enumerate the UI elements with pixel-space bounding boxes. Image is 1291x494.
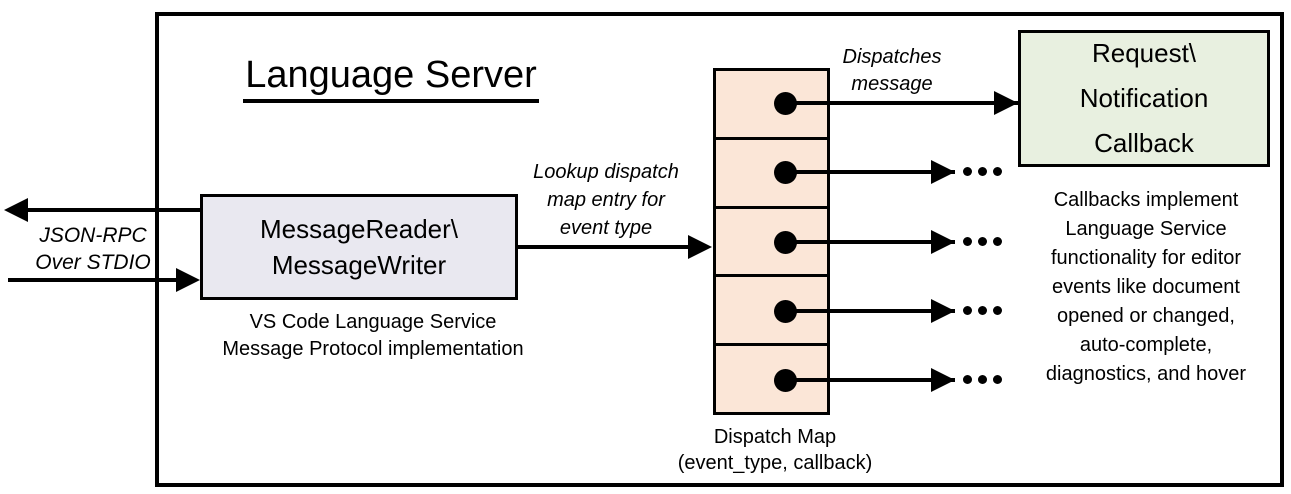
lookup-label: Lookup dispatch map entry for event type xyxy=(516,158,696,242)
stdio-in-arrow-line xyxy=(8,278,178,282)
dispatch-cell xyxy=(716,209,827,278)
stdio-label-line: Over STDIO xyxy=(35,251,151,274)
diagram-title: Language Server xyxy=(230,54,552,103)
dispatch-arrow-line xyxy=(785,309,955,313)
lookup-label-line: Lookup dispatch xyxy=(533,161,679,183)
dispatch-dot xyxy=(774,161,797,184)
stdio-out-arrowhead-icon xyxy=(4,198,28,222)
callback-box-line: Notification xyxy=(1079,83,1209,113)
diagram-title-text: Language Server xyxy=(243,54,539,103)
ellipsis-dots xyxy=(963,167,1002,176)
dispatch-arrow-line xyxy=(785,101,1018,105)
stdio-label: JSON-RPC Over STDIO xyxy=(13,222,173,276)
callback-box-line: Request\ xyxy=(1091,38,1197,68)
dispatch-cell xyxy=(716,140,827,209)
dispatch-arrowhead-icon xyxy=(931,299,955,323)
stdio-out-arrow-line xyxy=(26,208,200,212)
message-box-caption: VS Code Language Service Message Protoco… xyxy=(198,309,548,363)
stdio-in-arrowhead-icon xyxy=(176,268,200,292)
lookup-arrow-line xyxy=(518,245,694,249)
dispatch-arrowhead-icon xyxy=(931,368,955,392)
callback-box-line: Callback xyxy=(1094,128,1194,158)
dispatch-dot xyxy=(774,300,797,323)
message-reader-writer-box: MessageReader\ MessageWriter xyxy=(200,194,518,300)
dispatch-dot xyxy=(774,92,797,115)
dispatches-message-label: Dispatches message xyxy=(822,44,962,98)
language-server-boundary-box xyxy=(155,12,1284,487)
dispatch-arrowhead-icon xyxy=(931,160,955,184)
request-notification-callback-box: Request\ Notification Callback xyxy=(1018,30,1270,167)
dispatch-arrow-line xyxy=(785,170,955,174)
stdio-label-line: JSON-RPC xyxy=(39,224,147,247)
dispatch-arrow-line xyxy=(785,240,955,244)
ellipsis-dots xyxy=(963,237,1002,246)
ellipsis-dots xyxy=(963,375,1002,384)
dispatch-dot xyxy=(774,369,797,392)
callbacks-note-line: Language Service xyxy=(1065,218,1227,240)
dispatches-label-line: message xyxy=(851,73,933,95)
dispatch-arrow-line xyxy=(785,378,955,382)
dispatch-arrowhead-icon xyxy=(994,91,1018,115)
dispatch-dot xyxy=(774,231,797,254)
message-box-line: MessageWriter xyxy=(271,250,447,280)
lookup-arrowhead-icon xyxy=(688,235,712,259)
message-box-caption-line: Message Protocol implementation xyxy=(222,338,524,360)
callbacks-note-line: Callbacks implement xyxy=(1053,189,1239,211)
callbacks-note-line: diagnostics, and hover xyxy=(1045,363,1247,385)
dispatches-label-line: Dispatches xyxy=(842,46,942,68)
message-box-caption-line: VS Code Language Service xyxy=(249,311,497,333)
dispatch-map-caption-line: Dispatch Map xyxy=(713,426,837,448)
message-box-line: MessageReader\ xyxy=(260,214,458,244)
lookup-label-line: event type xyxy=(559,217,653,239)
callbacks-note-line: events like document xyxy=(1052,276,1240,298)
callbacks-note-line: auto-complete, xyxy=(1079,334,1213,356)
dispatch-map-caption: Dispatch Map (event_type, callback) xyxy=(660,424,890,476)
dispatch-cell xyxy=(716,277,827,347)
callbacks-note-line: opened or changed, xyxy=(1057,305,1235,327)
dispatch-arrowhead-icon xyxy=(931,230,955,254)
dispatch-cell xyxy=(716,71,827,140)
lookup-label-line: map entry for xyxy=(547,189,665,211)
callbacks-note: Callbacks implement Language Service fun… xyxy=(1020,186,1272,389)
dispatch-map-caption-line: (event_type, callback) xyxy=(677,452,873,474)
callbacks-note-line: functionality for editor xyxy=(1050,247,1242,269)
ellipsis-dots xyxy=(963,306,1002,315)
